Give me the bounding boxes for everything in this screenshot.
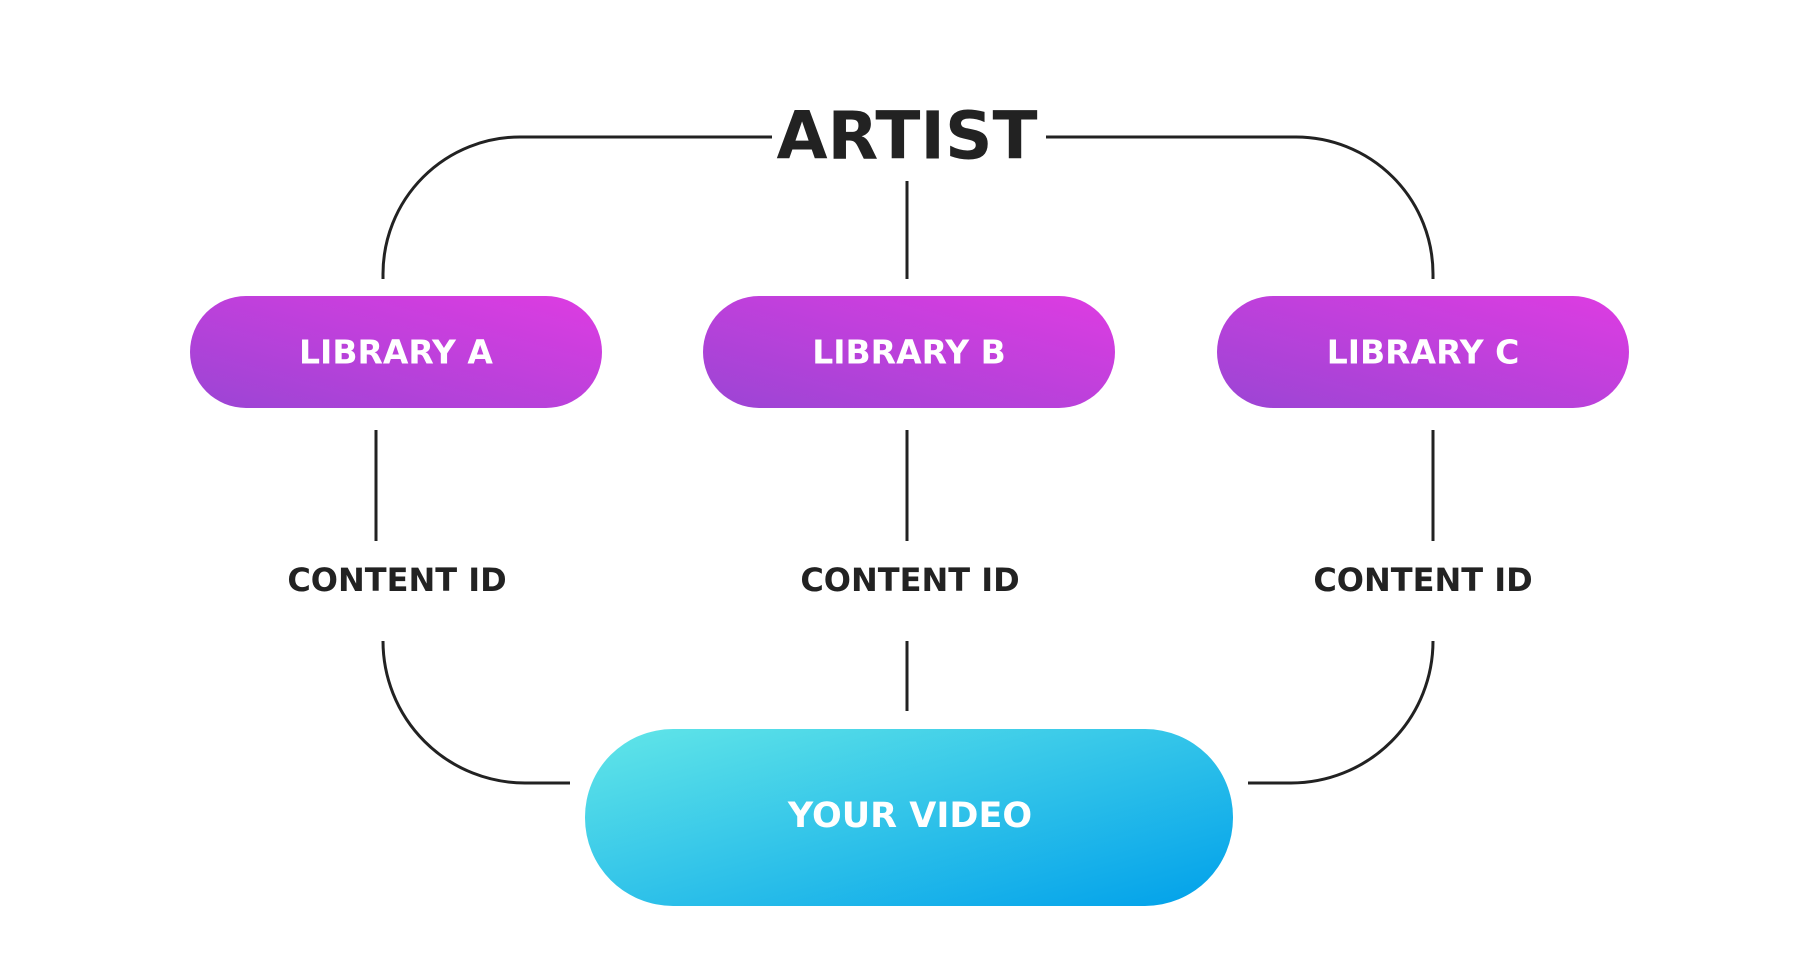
library-pill-a bbox=[190, 296, 602, 408]
connector-content-id-c-video bbox=[1248, 640, 1435, 785]
library-node-c: LIBRARY C bbox=[1217, 296, 1629, 408]
library-label-a: LIBRARY A bbox=[299, 333, 493, 372]
content-id-label-b: CONTENT ID bbox=[800, 561, 1019, 599]
library-pill-b bbox=[703, 296, 1115, 408]
video-label: YOUR VIDEO bbox=[787, 796, 1032, 836]
video-pill bbox=[585, 729, 1233, 906]
connector-artist-library-a bbox=[381, 135, 772, 279]
video-node: YOUR VIDEO bbox=[585, 729, 1233, 906]
content-id-label-a: CONTENT ID bbox=[287, 561, 506, 599]
content-id-label-c: CONTENT ID bbox=[1313, 561, 1532, 599]
library-pill-c bbox=[1217, 296, 1629, 408]
library-node-a: LIBRARY A bbox=[190, 296, 602, 408]
library-label-c: LIBRARY C bbox=[1327, 333, 1520, 372]
artist-title: ARTIST bbox=[776, 98, 1037, 175]
connector-artist-library-c bbox=[1046, 135, 1435, 279]
library-label-b: LIBRARY B bbox=[812, 333, 1006, 372]
connector-content-id-a-video bbox=[381, 640, 570, 785]
library-node-b: LIBRARY B bbox=[703, 296, 1115, 408]
